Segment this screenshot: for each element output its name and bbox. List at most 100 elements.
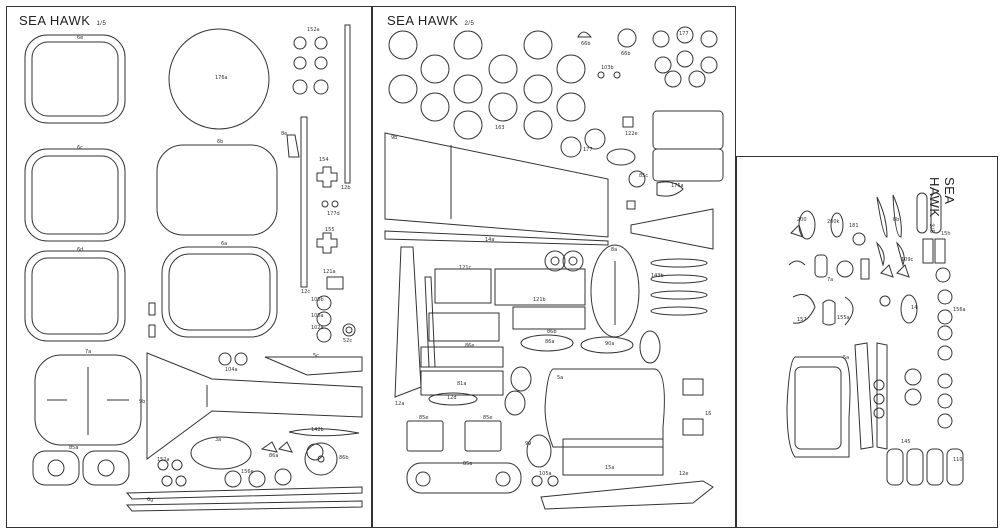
label-152a: 152a xyxy=(307,27,320,33)
frame-part-6a xyxy=(161,246,278,338)
label-154: 154 xyxy=(319,157,329,163)
frame-part-6e xyxy=(24,34,126,124)
clip-parts xyxy=(792,294,816,324)
parts-sheet-3: SEA HAWK3/5 200 200k 181 8b 15h 109c xyxy=(736,156,998,528)
wing-part-9b xyxy=(384,132,609,238)
label-86a-s2: 86a xyxy=(545,339,555,345)
label-155a: 155a xyxy=(837,315,850,321)
frame-part-5a xyxy=(544,368,665,448)
label-85e: 85e xyxy=(419,415,429,421)
wheel-discs xyxy=(388,30,586,140)
label-66b-b: 66b xyxy=(621,51,631,57)
label-8a: 8a xyxy=(611,247,618,253)
label-121b: 121b xyxy=(533,297,546,303)
label-181: 181 xyxy=(849,223,859,229)
label-200k: 200k xyxy=(827,219,840,225)
label-121c: 121c xyxy=(459,265,472,271)
label-8b: 8b xyxy=(893,217,900,223)
panel-121b xyxy=(494,268,586,306)
frame-part-6b xyxy=(156,144,278,236)
label-86a: 86a xyxy=(269,453,279,459)
label-156a: 156a xyxy=(953,307,966,313)
sheet-2-page-number: 2/5 xyxy=(464,21,475,27)
label-157: 157 xyxy=(797,317,807,323)
label-12e: 12e xyxy=(679,471,689,477)
label-14-s3: 14 xyxy=(911,305,918,311)
label-110: 110 xyxy=(953,457,963,463)
label-102a: 102a xyxy=(311,325,324,331)
label-9b-s2: 9b xyxy=(391,135,398,141)
label-175a: 175a xyxy=(671,183,684,189)
label-6a: 6a xyxy=(221,241,228,247)
label-85e-b: 85e xyxy=(483,415,493,421)
label-177d: 177d xyxy=(327,211,340,217)
label-12a: 12a xyxy=(395,401,405,407)
strip-part-12c xyxy=(300,116,308,288)
label-163: 163 xyxy=(495,125,505,131)
label-90a: 90a xyxy=(605,341,615,347)
label-85a: 85a xyxy=(69,445,79,451)
label-105a: 105a xyxy=(539,471,552,477)
label-86b: 86b xyxy=(339,455,349,461)
label-104a: 104a xyxy=(225,367,238,373)
label-9b: 9b xyxy=(139,399,146,405)
strip-part-6g xyxy=(125,486,363,500)
panel-121c xyxy=(434,268,492,304)
label-6b: 6b xyxy=(217,139,224,145)
label-106b: 106b xyxy=(311,297,324,303)
label-155: 155 xyxy=(325,227,335,233)
label-8e: 8e xyxy=(281,131,288,137)
label-99: 99 xyxy=(525,441,532,447)
label-103b: 103b xyxy=(601,65,614,71)
wing-part-9b xyxy=(146,352,363,460)
label-66b: 66b xyxy=(581,41,591,47)
label-7a-s3: 7a xyxy=(827,277,834,283)
label-143b: 143b xyxy=(651,273,664,279)
label-7a: 7a xyxy=(85,349,92,355)
label-14a: 14a xyxy=(485,237,495,243)
label-3a: 3a xyxy=(215,437,222,443)
label-5a-s3: 5a xyxy=(843,355,850,361)
frame-part-7a xyxy=(34,354,142,446)
sheet-1-page-number: 1/5 xyxy=(96,21,107,27)
frame-part-5a-s3 xyxy=(786,356,851,458)
label-152a-b: 152a xyxy=(157,457,170,463)
small-discs-152a xyxy=(292,36,329,95)
label-6e: 6e xyxy=(77,35,84,41)
frame-part-6c xyxy=(24,148,126,242)
label-85a-s2: 85a xyxy=(463,461,473,467)
label-16: 16 xyxy=(705,411,712,417)
strip-part-12b xyxy=(344,24,351,184)
label-86b-s2: 86b xyxy=(547,329,557,335)
label-81a: 81a xyxy=(457,381,467,387)
label-122e: 122e xyxy=(625,131,638,137)
strip-part-14a xyxy=(384,230,609,246)
label-6g: 6g xyxy=(147,497,154,503)
fin-parts-143b xyxy=(650,258,708,316)
sheet-1-parts-drawing xyxy=(24,24,363,512)
label-12c: 12c xyxy=(301,289,311,295)
label-145: 145 xyxy=(901,439,911,445)
label-121a: 121a xyxy=(323,269,336,275)
label-142b: 142b xyxy=(311,427,324,433)
frame-part-6d xyxy=(24,250,126,342)
strip-part-16 xyxy=(540,480,714,510)
label-200: 200 xyxy=(797,217,807,223)
label-5a: 5a xyxy=(557,375,564,381)
label-12b: 12b xyxy=(341,185,351,191)
label-86e: 86e xyxy=(465,343,475,349)
cross-part-154 xyxy=(316,166,338,188)
label-177-b: 177 xyxy=(583,147,593,153)
label-15a: 15a xyxy=(605,465,615,471)
label-177: 177 xyxy=(679,31,689,37)
sheet-2-parts-drawing xyxy=(384,26,724,510)
label-15h: 15h xyxy=(941,231,951,237)
box-part-85c xyxy=(652,110,724,182)
tail-part-5a xyxy=(394,246,422,398)
label-156e: 156e xyxy=(241,469,254,475)
label-85c: 85c xyxy=(639,173,649,179)
